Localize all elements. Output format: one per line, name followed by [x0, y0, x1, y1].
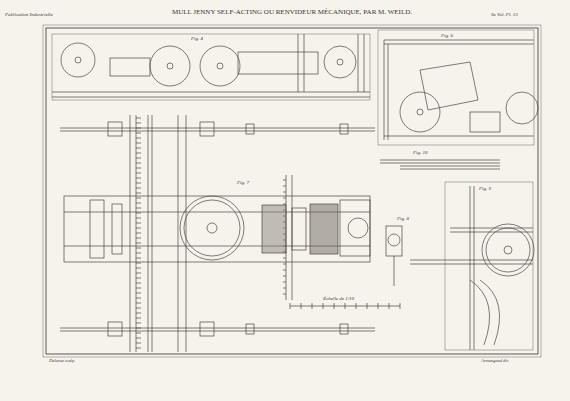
stroke — [334, 303, 335, 309]
stroke — [283, 258, 286, 259]
stroke — [136, 263, 141, 264]
stroke — [136, 283, 141, 284]
figure-label: Fig. 4 — [190, 36, 204, 41]
stroke — [136, 148, 141, 149]
stroke — [136, 343, 141, 344]
stroke — [367, 303, 368, 309]
stroke — [136, 228, 141, 229]
stroke — [136, 118, 141, 119]
stroke — [283, 294, 286, 295]
stroke — [378, 303, 379, 309]
stroke — [136, 163, 141, 164]
figure-label: Fig. 8 — [396, 216, 410, 221]
stroke — [136, 253, 141, 254]
stroke — [136, 173, 141, 174]
stroke — [136, 243, 141, 244]
stroke — [136, 233, 141, 234]
figure-label: Fig. 10 — [412, 150, 428, 155]
plate-title: MULL JENNY SELF-ACTING OU RENVIDEUR MÉCA… — [171, 9, 413, 16]
stroke — [136, 323, 141, 324]
stroke — [400, 303, 401, 309]
stroke — [136, 188, 141, 189]
stroke — [136, 348, 141, 349]
stroke — [301, 303, 302, 309]
stroke — [136, 203, 141, 204]
stroke — [283, 186, 286, 187]
publisher-note: Publication Industrielle — [4, 12, 54, 17]
stroke — [323, 303, 324, 309]
stroke — [283, 276, 286, 277]
stroke — [136, 183, 141, 184]
engraver-credit: Delarue sculp. — [48, 359, 77, 364]
stroke — [283, 198, 286, 199]
stroke — [136, 193, 141, 194]
stroke — [136, 258, 141, 259]
stroke — [283, 282, 286, 283]
stroke — [356, 303, 357, 309]
figure-label: Fig. 6 — [440, 33, 454, 38]
stroke — [345, 303, 346, 309]
stroke — [136, 153, 141, 154]
stroke — [136, 328, 141, 329]
stroke — [312, 303, 313, 309]
stroke — [389, 303, 390, 309]
stroke — [290, 303, 291, 309]
stroke — [136, 123, 141, 124]
stroke — [136, 143, 141, 144]
stroke — [136, 303, 141, 304]
stroke — [136, 268, 141, 269]
stroke — [283, 264, 286, 265]
stroke — [136, 298, 141, 299]
stroke — [136, 313, 141, 314]
stroke — [136, 138, 141, 139]
stroke — [136, 248, 141, 249]
stroke — [136, 318, 141, 319]
stroke — [136, 218, 141, 219]
stroke — [136, 333, 141, 334]
scale-label: Échelle de 1/10 — [322, 296, 355, 301]
plate-number: 9e Vol. Pl. 13 — [490, 12, 519, 17]
stroke — [136, 273, 141, 274]
stroke — [136, 338, 141, 339]
stroke — [136, 288, 141, 289]
stroke — [136, 238, 141, 239]
stroke — [136, 168, 141, 169]
stroke — [136, 213, 141, 214]
stroke — [136, 158, 141, 159]
stroke — [136, 198, 141, 199]
director-credit: Armengaud dir. — [480, 359, 510, 364]
stroke — [283, 288, 286, 289]
stroke — [136, 308, 141, 309]
figure-label: Fig. 7 — [236, 180, 250, 185]
stroke — [136, 128, 141, 129]
stroke — [136, 178, 141, 179]
stroke — [136, 133, 141, 134]
stroke — [283, 180, 286, 181]
stroke — [136, 293, 141, 294]
stroke — [283, 270, 286, 271]
stroke — [283, 204, 286, 205]
stroke — [136, 278, 141, 279]
stroke — [283, 192, 286, 193]
stroke — [136, 208, 141, 209]
figure-label: Fig. 9 — [478, 186, 492, 191]
stroke — [136, 223, 141, 224]
